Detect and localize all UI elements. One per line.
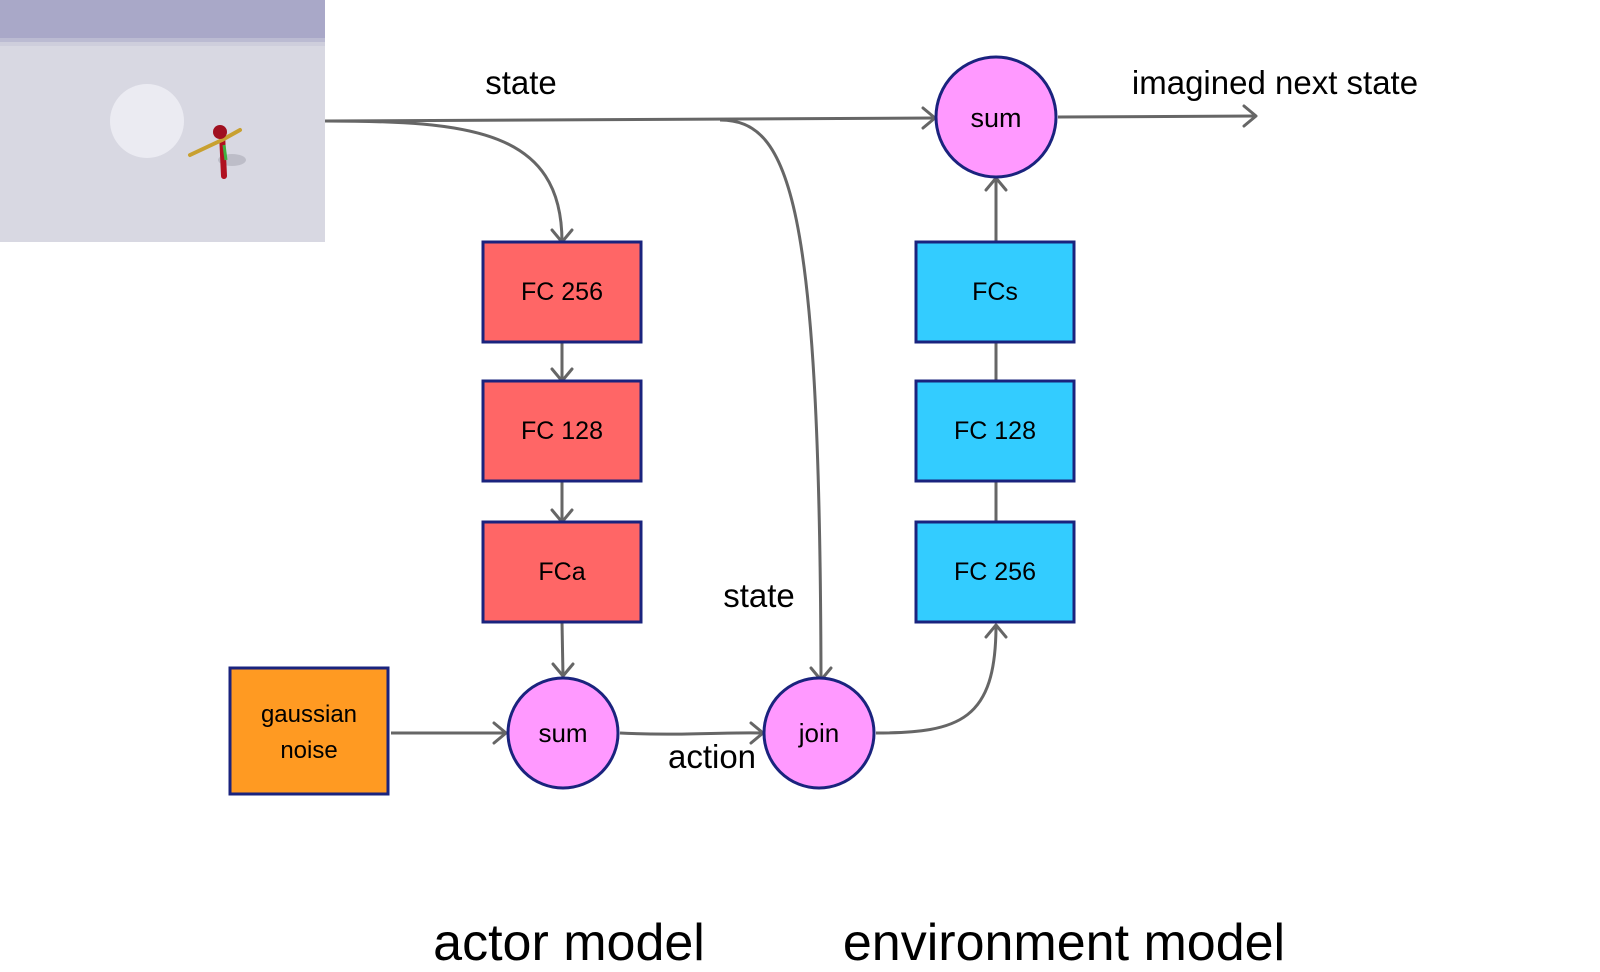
actor-sum-node: sum <box>506 676 620 790</box>
edge-state-to-actor-fc256 <box>324 119 564 243</box>
edge-actor-fca-sum <box>560 621 565 677</box>
actor-fc128-label: FC 128 <box>521 417 603 445</box>
state-mid-label: state <box>723 577 795 614</box>
action-label: action <box>668 738 756 775</box>
edge-state-to-join <box>719 118 823 681</box>
join-node: join <box>762 676 876 790</box>
edges <box>324 104 1258 745</box>
gaussian-noise-box: gaussian noise <box>228 666 390 796</box>
join-label: join <box>798 718 839 748</box>
actor-fc256-box: FC 256 <box>481 240 643 344</box>
env-fcs-box: FCs <box>914 240 1076 344</box>
actor-fca-label: FCa <box>538 558 585 586</box>
env-sum-node: sum <box>934 55 1058 179</box>
actor-fca-box: FCa <box>481 520 643 624</box>
simulation-render-icon <box>0 0 325 242</box>
env-sum-label: sum <box>970 103 1021 133</box>
noise-label-line2: noise <box>280 737 337 764</box>
actor-model-caption: actor model <box>433 914 705 972</box>
actor-fc256-label: FC 256 <box>521 278 603 306</box>
actor-fc128-box: FC 128 <box>481 379 643 483</box>
noise-label-line1: gaussian <box>261 701 357 728</box>
edge-state-to-top-sum <box>324 116 936 123</box>
edge-sum-to-output <box>1057 114 1257 119</box>
edge-action-to-join <box>619 731 764 736</box>
edge-join-to-env-fc256 <box>875 624 998 735</box>
env-fc128-box: FC 128 <box>914 379 1076 483</box>
imagined-next-state-label: imagined next state <box>1132 64 1418 101</box>
env-fc256-label: FC 256 <box>954 558 1036 586</box>
state-top-label: state <box>485 64 557 101</box>
environment-model-caption: environment model <box>843 914 1285 972</box>
env-fcs-label: FCs <box>972 278 1018 306</box>
env-fc256-box: FC 256 <box>914 520 1076 624</box>
env-fc128-label: FC 128 <box>954 417 1036 445</box>
actor-sum-label: sum <box>538 718 587 748</box>
